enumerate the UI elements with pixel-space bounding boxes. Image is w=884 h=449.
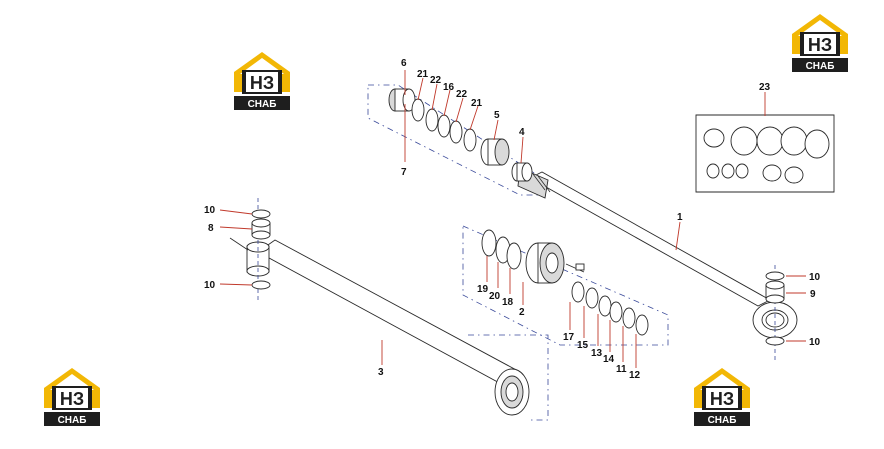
callout-22: 22	[456, 89, 468, 100]
logo-bottom-text: СНАБ	[248, 99, 277, 110]
callout-11: 11	[616, 364, 627, 375]
leader-lines	[219, 70, 806, 368]
callout-18: 18	[502, 297, 514, 308]
logo-top-text: НЗ	[250, 73, 274, 93]
snap-ring	[251, 209, 271, 219]
snap-ring	[765, 271, 785, 281]
callout-19: 19	[477, 284, 489, 295]
rod-bushing-set	[765, 271, 785, 346]
logo-top-text: НЗ	[60, 389, 84, 409]
ring-11	[622, 307, 636, 329]
callout-1: 1	[677, 212, 683, 223]
ring-18	[506, 242, 522, 270]
callout-8: 8	[208, 223, 214, 234]
logo-top-text: НЗ	[710, 389, 734, 409]
cylinder-barrel	[229, 198, 530, 416]
ring-21	[411, 98, 425, 122]
nz-snab-logo: НЗ СНАБ	[230, 50, 294, 112]
callout-10: 10	[204, 280, 216, 291]
ring-19	[481, 229, 497, 257]
callout-2: 2	[519, 307, 525, 318]
callout-16: 16	[443, 82, 455, 93]
logo-bottom-text: СНАБ	[58, 415, 87, 426]
ring-15	[585, 287, 599, 309]
ring-17	[571, 281, 585, 303]
barrel-bushing-set	[251, 209, 271, 290]
piston-seal-stack	[481, 229, 649, 336]
callout-23: 23	[759, 82, 771, 93]
callout-12: 12	[629, 370, 641, 381]
callout-labels: 6 7 21 22 16 22 21 5 4 1 23 10 8 10 10 9…	[204, 58, 821, 381]
ring-22	[425, 108, 439, 132]
callout-22: 22	[430, 75, 442, 86]
ring-12	[635, 314, 649, 336]
callout-9: 9	[810, 289, 816, 300]
ring-21	[463, 128, 477, 152]
ring-22	[449, 120, 463, 144]
logo-bottom-text: СНАБ	[708, 415, 737, 426]
nz-snab-logo: НЗ СНАБ	[788, 12, 852, 74]
callout-5: 5	[494, 110, 500, 121]
ring-16	[437, 114, 451, 138]
nz-snab-logo: НЗ СНАБ	[40, 366, 104, 428]
logo-bottom-text: СНАБ	[806, 61, 835, 72]
callout-3: 3	[378, 367, 384, 378]
ring-14	[609, 301, 623, 323]
callout-20: 20	[489, 291, 501, 302]
rod-seal-stack	[388, 88, 533, 182]
callout-10: 10	[809, 337, 821, 348]
callout-21: 21	[417, 69, 429, 80]
callout-6: 6	[401, 58, 407, 69]
callout-21: 21	[471, 98, 483, 109]
callout-4: 4	[519, 127, 525, 138]
barrel-boundary	[468, 334, 549, 421]
snap-ring	[765, 336, 785, 346]
ring-13	[598, 295, 612, 317]
callout-10: 10	[204, 205, 216, 216]
snap-ring	[251, 280, 271, 290]
piston-assembly-boundary	[462, 225, 669, 346]
callout-17: 17	[563, 332, 575, 343]
nz-snab-logo: НЗ СНАБ	[690, 366, 754, 428]
callout-10: 10	[809, 272, 821, 283]
seal-kit-box	[695, 114, 835, 193]
callout-14: 14	[603, 354, 615, 365]
callout-13: 13	[591, 348, 603, 359]
callout-7: 7	[401, 167, 407, 178]
logo-top-text: НЗ	[808, 35, 832, 55]
callout-15: 15	[577, 340, 589, 351]
